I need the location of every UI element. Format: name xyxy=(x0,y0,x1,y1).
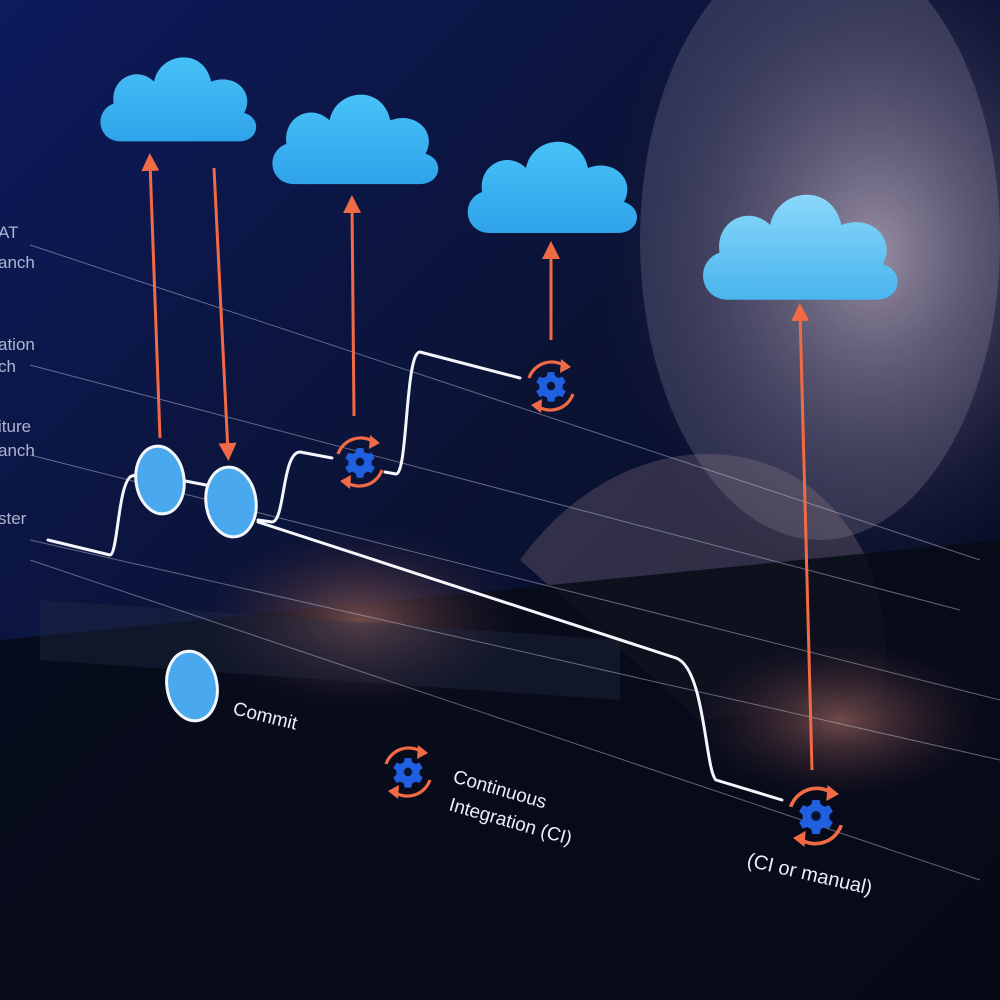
lane-label-integration-1: ation xyxy=(0,335,35,354)
laptop-surface xyxy=(40,600,620,700)
lane-label-uat-1: AT xyxy=(0,223,18,242)
lane-label-uat-2: anch xyxy=(0,253,35,272)
branch-flow-line xyxy=(46,350,784,802)
lane-label-feature-2: anch xyxy=(0,441,35,460)
lane-line-feature xyxy=(29,454,1000,701)
deploy-arrows xyxy=(141,153,814,771)
right-hand xyxy=(690,640,990,800)
commit-node-icon xyxy=(134,444,186,516)
legend-commit-icon xyxy=(165,649,219,723)
lane-line-uat xyxy=(29,244,981,561)
lane-label-feature-1: iture xyxy=(0,417,31,436)
left-hand xyxy=(200,530,520,710)
arrow-down-icon xyxy=(212,167,237,461)
lane-line-integration xyxy=(29,364,961,611)
commit-node-icon xyxy=(204,465,258,539)
lane-label-integration-2: ch xyxy=(0,357,16,376)
arrow-up-icon xyxy=(141,153,162,439)
arrow-up-icon xyxy=(343,195,362,417)
lane-label-main: ster xyxy=(0,509,27,528)
arrow-up-icon xyxy=(791,303,814,771)
lane-line-main xyxy=(29,539,1000,761)
